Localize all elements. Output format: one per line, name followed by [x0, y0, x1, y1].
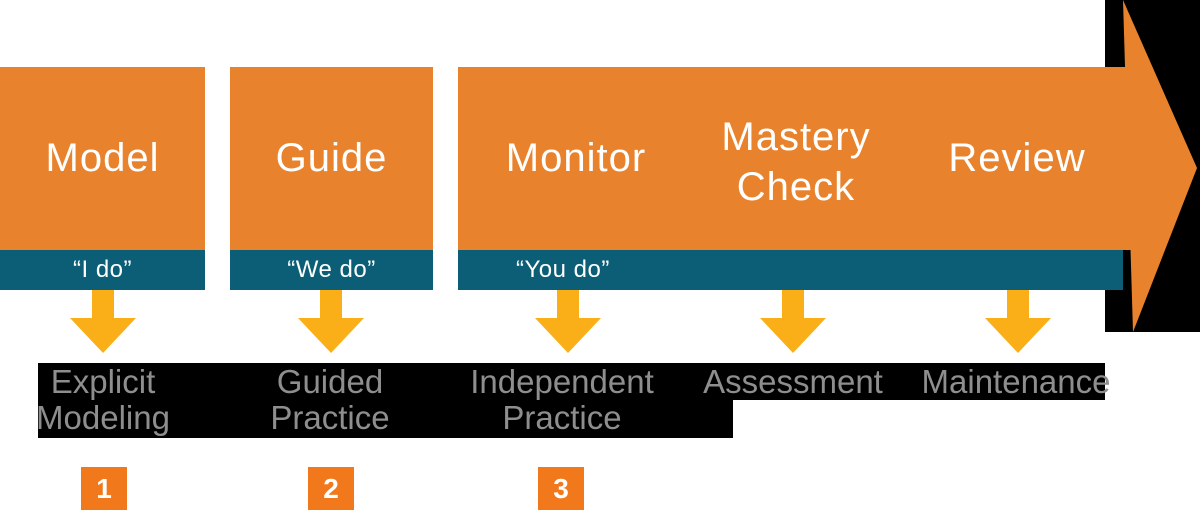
stage-title-review: Review [948, 136, 1086, 180]
down-arrow-icon [298, 290, 364, 353]
label-band-bottom [38, 400, 733, 438]
step-badge-1: 1 [81, 467, 127, 510]
label-band-top [38, 363, 1105, 400]
label-maintenance: Maintenance [921, 363, 1111, 400]
down-arrow-icon [985, 290, 1051, 353]
quote-i-do: “I do” [72, 256, 132, 283]
stage-title-monitor: Monitor [505, 136, 647, 180]
quote-we-do: “We do” [287, 256, 376, 283]
down-arrow-icon [70, 290, 136, 353]
step-badge-3: 3 [538, 467, 584, 510]
arrow-head-icon [1123, 0, 1197, 332]
step-badge-2: 2 [308, 467, 354, 510]
stage-title-model: Model [45, 136, 160, 180]
stage-title-guide: Guide [275, 136, 388, 180]
down-arrow-icon [535, 290, 601, 353]
label-assessment: Assessment [703, 363, 883, 400]
label-independent-practice: Independent Practice [470, 363, 654, 436]
quote-strip-you-do: “You do” [458, 250, 1123, 290]
stage-block-main [458, 67, 1132, 250]
quote-strip-we-do: “We do” [230, 250, 433, 290]
stage-title-mastery-check: Mastery Check [721, 115, 871, 209]
quote-you-do: “You do” [516, 256, 610, 283]
stage-block-model [0, 67, 205, 250]
down-arrow-icon [760, 290, 826, 353]
label-explicit-modeling: Explicit Modeling [36, 363, 170, 436]
quote-strip-i-do: “I do” [0, 250, 205, 290]
label-guided-practice: Guided Practice [270, 363, 390, 436]
stage-block-guide [230, 67, 433, 250]
